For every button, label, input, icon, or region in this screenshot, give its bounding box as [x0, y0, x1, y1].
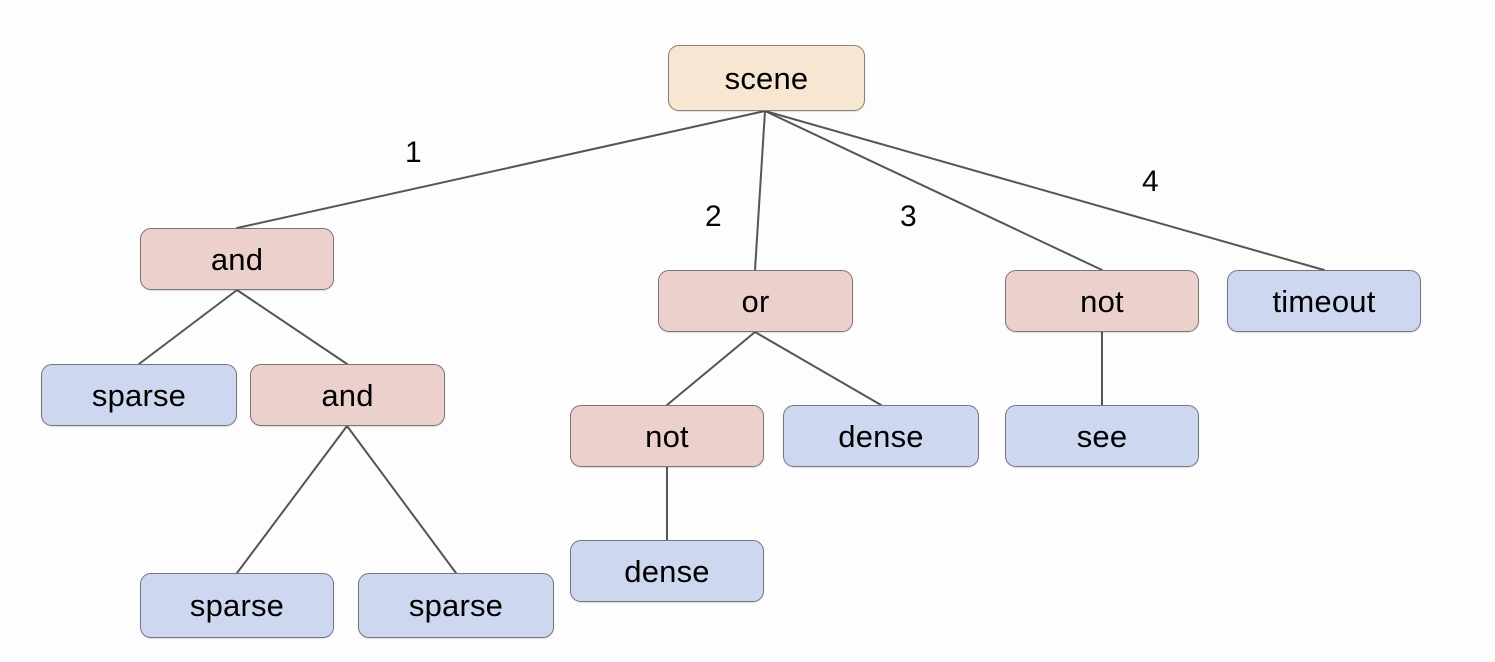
tree-node-or1[interactable]: or	[658, 270, 853, 332]
tree-node-scene[interactable]: scene	[668, 45, 865, 111]
tree-node-and2[interactable]: and	[250, 364, 445, 426]
tree-node-label: or	[741, 283, 770, 319]
tree-node-timeout1[interactable]: timeout	[1227, 270, 1421, 332]
tree-edge-scene-to-or1	[754, 110, 766, 271]
tree-node-label: sparse	[91, 377, 187, 413]
tree-node-label: not	[645, 418, 689, 454]
tree-node-sparse2[interactable]: sparse	[140, 573, 334, 638]
tree-edge-scene-to-not1	[764, 110, 1103, 271]
tree-node-see1[interactable]: see	[1005, 405, 1199, 467]
tree-node-not1[interactable]: not	[1005, 270, 1199, 332]
tree-node-label: sparse	[408, 588, 504, 623]
tree-edge-and2-to-sparse3	[346, 425, 457, 574]
tree-node-label: sparse	[189, 588, 285, 623]
tree-edge-and2-to-sparse2	[236, 425, 348, 574]
tree-node-label: scene	[724, 60, 809, 96]
edge-label-1: 1	[405, 136, 422, 169]
tree-node-label: and	[210, 241, 264, 277]
edge-label-3: 3	[900, 200, 917, 233]
tree-edge-and1-to-sparse1	[138, 289, 238, 365]
tree-node-dense2[interactable]: dense	[570, 540, 764, 602]
tree-node-dense1[interactable]: dense	[783, 405, 979, 467]
tree-node-and1[interactable]: and	[140, 228, 334, 290]
tree-node-sparse3[interactable]: sparse	[358, 573, 554, 638]
edge-label-2: 2	[705, 200, 722, 233]
tree-edge-or1-to-dense1	[754, 331, 882, 406]
tree-edge-and1-to-and2	[236, 289, 348, 365]
tree-edge-scene-to-and1	[236, 110, 766, 229]
tree-node-not2[interactable]: not	[570, 405, 764, 467]
tree-edge-or1-to-not2	[666, 331, 756, 406]
tree-node-label: dense	[624, 553, 710, 589]
edge-label-4: 4	[1142, 165, 1159, 198]
tree-node-label: see	[1076, 418, 1128, 454]
tree-node-label: dense	[838, 418, 924, 454]
tree-node-label: timeout	[1272, 283, 1376, 319]
tree-node-sparse1[interactable]: sparse	[41, 364, 237, 426]
tree-edge-scene-to-timeout1	[764, 110, 1325, 271]
tree-node-label: and	[321, 377, 374, 413]
tree-node-label: not	[1080, 283, 1124, 319]
